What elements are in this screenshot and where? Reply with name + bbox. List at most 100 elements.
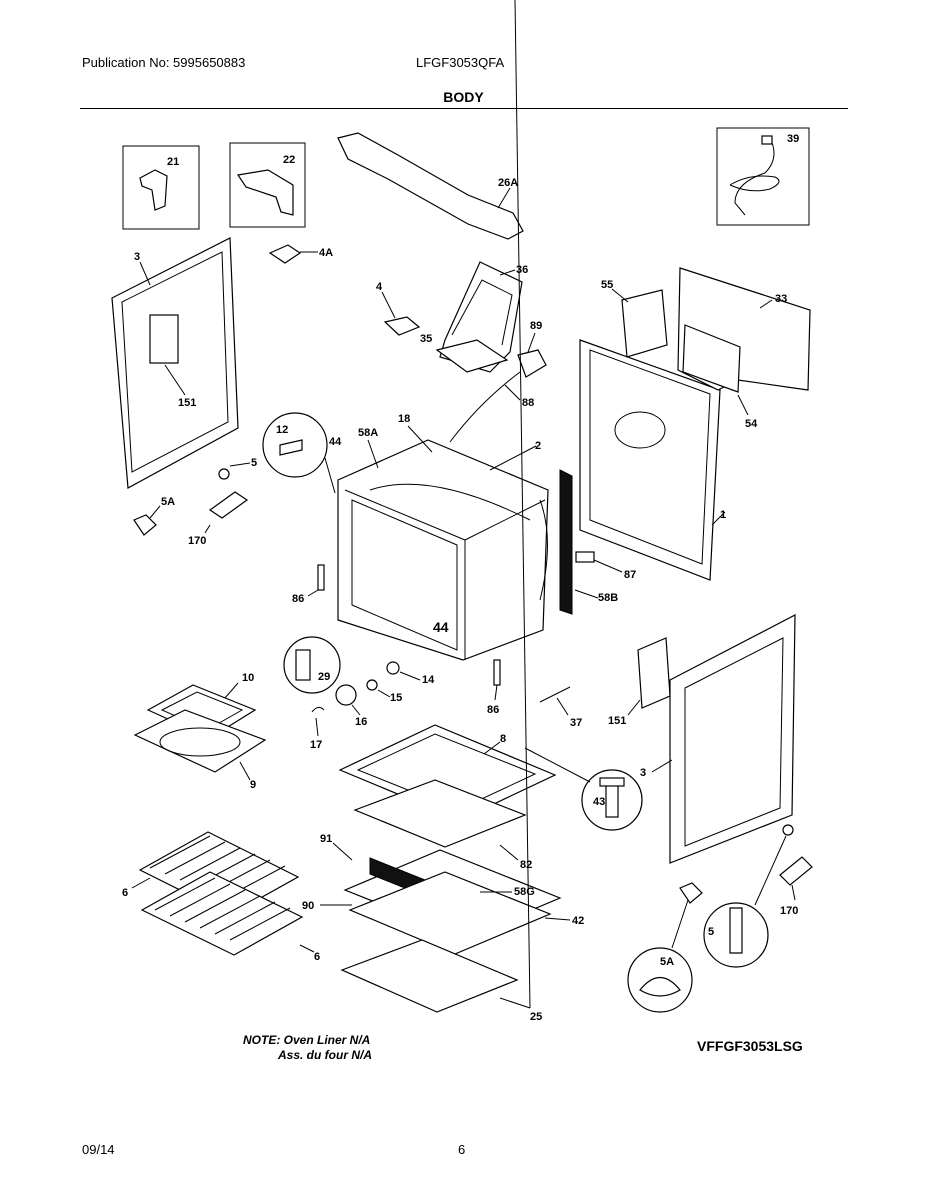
callout-3-right: 3 — [640, 767, 646, 779]
callout-89: 89 — [530, 320, 542, 332]
callout-88: 88 — [522, 397, 534, 409]
callout-1: 1 — [720, 509, 726, 521]
inset-screw: 43 — [524, 747, 643, 831]
callout-4A: 4A — [319, 247, 333, 259]
note-line-2: Ass. du four N/A — [278, 1048, 373, 1062]
footer-date: 09/14 — [82, 1142, 115, 1157]
callout-151-right: 151 — [608, 715, 626, 727]
callout-58G: 58G — [514, 886, 535, 898]
part-broiler-pan: 9 — [133, 709, 267, 791]
callout-12: 12 — [276, 424, 288, 436]
callout-87: 87 — [624, 569, 636, 581]
part-hinge-86-left: 86 — [292, 564, 325, 605]
callout-39: 39 — [787, 133, 799, 145]
part-lens-16: 16 — [335, 684, 367, 728]
part-hinge-86-right: 86 — [487, 659, 501, 716]
callout-26A: 26A — [498, 177, 518, 189]
part-bottom-cover: 25 — [340, 0, 542, 1023]
part-bracket-151-right: 151 — [608, 637, 671, 727]
part-light-15: 15 — [366, 679, 402, 704]
part-baffle-82: 82 — [353, 779, 532, 871]
callout-43: 43 — [593, 796, 605, 808]
callout-44-inner: 44 — [433, 619, 449, 635]
callout-4: 4 — [376, 281, 383, 293]
part-clip-4A: 4A — [268, 244, 333, 264]
part-oven-rack-lower: 6 — [140, 871, 320, 963]
callout-151-left: 151 — [178, 397, 196, 409]
part-wire-37: 37 — [539, 686, 582, 729]
inset-leveler-5: 5 — [703, 902, 769, 968]
callout-58A: 58A — [358, 427, 378, 439]
part-right-side-panel: 3 — [640, 614, 796, 864]
callout-36: 36 — [516, 264, 528, 276]
part-top-bracket: 26A — [337, 132, 524, 240]
part-oven-cavity: 58A 18 2 44 — [337, 413, 549, 661]
diagram-code: VFFGF3053LSG — [697, 1038, 803, 1054]
callout-14: 14 — [422, 674, 435, 686]
part-screw-5-right — [754, 824, 794, 906]
part-bracket-170-right: 170 — [779, 856, 813, 917]
callout-5A-right: 5A — [660, 956, 674, 968]
part-rear-panel: 1 — [579, 339, 726, 581]
inset-box-21: 21 — [122, 145, 200, 230]
callout-3-left: 3 — [134, 251, 140, 263]
callout-82: 82 — [520, 859, 532, 871]
callout-6-lower: 6 — [314, 951, 320, 963]
callout-16: 16 — [355, 716, 367, 728]
model-number: LFGF3053QFA — [416, 55, 505, 70]
part-oven-rack-upper: 6 — [122, 831, 300, 916]
section-title: BODY — [443, 89, 484, 105]
part-bracket-170-left: 170 — [188, 491, 249, 547]
part-screw-5-left: 5 — [218, 457, 257, 480]
page-number: 6 — [458, 1142, 466, 1157]
callout-90: 90 — [302, 900, 314, 912]
part-light-14: 14 — [386, 661, 435, 686]
callout-5A-left: 5A — [161, 496, 175, 508]
callout-170-right: 170 — [780, 905, 798, 917]
part-burner-tray: 91 58G 90 42 — [302, 833, 584, 955]
callout-9: 9 — [250, 779, 256, 791]
callout-2: 2 — [535, 440, 541, 452]
part-panel-54: 54 — [682, 324, 758, 430]
callout-44-top: 44 — [329, 436, 342, 448]
callout-18: 18 — [398, 413, 410, 425]
callout-86-right: 86 — [487, 704, 499, 716]
callout-37: 37 — [570, 717, 582, 729]
note-line-1: NOTE: Oven Liner N/A — [243, 1033, 371, 1047]
inset-box-39: 39 — [716, 127, 810, 226]
part-valve-89: 89 88 — [449, 320, 547, 443]
callout-58B: 58B — [598, 592, 618, 604]
part-87: 87 — [575, 551, 636, 581]
callout-5-left: 5 — [251, 457, 257, 469]
header-rule — [80, 108, 848, 109]
inset-igniter: 12 44 — [262, 412, 342, 494]
inset-leveler-5A: 5A — [627, 947, 693, 1013]
part-flue-duct: 36 35 — [420, 261, 528, 373]
publication-number: Publication No: 5995650883 — [82, 55, 246, 70]
inset-light-socket: 29 — [283, 636, 341, 694]
part-clip-17: 17 — [310, 706, 325, 751]
callout-10: 10 — [242, 672, 254, 684]
callout-42: 42 — [572, 915, 584, 927]
callout-91: 91 — [320, 833, 332, 845]
callout-8: 8 — [500, 733, 506, 745]
callout-17: 17 — [310, 739, 322, 751]
callout-6-upper: 6 — [122, 887, 128, 899]
part-bracket-4: 4 — [376, 281, 421, 336]
callout-54: 54 — [745, 418, 758, 430]
callout-21: 21 — [167, 156, 179, 168]
callout-25: 25 — [530, 1011, 542, 1023]
callout-35: 35 — [420, 333, 432, 345]
part-left-side-panel: 3 151 — [111, 237, 239, 489]
callout-5-right: 5 — [708, 926, 714, 938]
callout-15: 15 — [390, 692, 402, 704]
inset-box-22: 22 — [229, 142, 306, 228]
callout-86-left: 86 — [292, 593, 304, 605]
callout-55: 55 — [601, 279, 613, 291]
callout-29: 29 — [318, 671, 330, 683]
callout-22: 22 — [283, 154, 295, 166]
part-leveler-5A-right — [671, 882, 703, 949]
callout-170-left: 170 — [188, 535, 206, 547]
part-leveler-5A-left: 5A — [133, 496, 175, 536]
